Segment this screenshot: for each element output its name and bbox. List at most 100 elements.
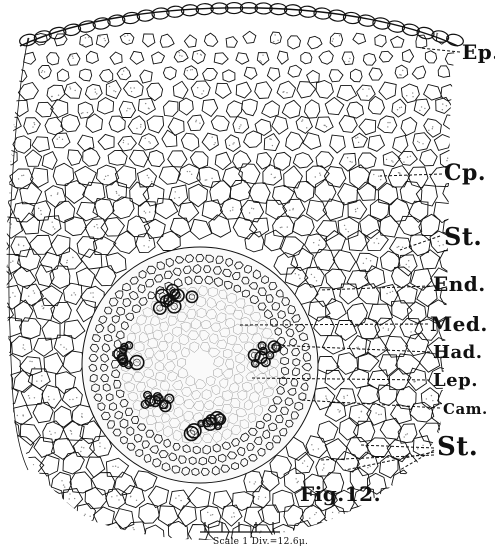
parenchyma-cell xyxy=(170,218,190,237)
starch-grain xyxy=(489,362,490,363)
starch-grain xyxy=(116,495,117,496)
parenchyma-cell xyxy=(483,526,495,547)
starch-grain xyxy=(454,535,455,536)
starch-grain xyxy=(418,517,419,518)
parenchyma-cell xyxy=(42,526,64,545)
starch-grain xyxy=(53,226,54,227)
parenchyma-cell xyxy=(36,265,55,287)
starch-grain xyxy=(319,240,320,241)
parenchyma-cell xyxy=(393,135,408,153)
starch-grain xyxy=(40,210,41,211)
parenchyma-cell xyxy=(485,151,495,169)
starch-grain xyxy=(127,34,128,35)
parenchyma-cell xyxy=(315,387,335,409)
starch-grain xyxy=(461,516,462,517)
starch-grain xyxy=(431,395,432,396)
starch-grain xyxy=(387,126,388,127)
starch-grain xyxy=(73,292,74,293)
starch-grain xyxy=(40,552,41,553)
starch-grain xyxy=(123,70,124,71)
starch-grain xyxy=(320,529,321,530)
parenchyma-cell xyxy=(0,524,20,545)
starch-grain xyxy=(175,497,176,498)
parenchyma-cell xyxy=(300,505,325,527)
parenchyma-cell xyxy=(337,353,358,375)
parenchyma-cell xyxy=(434,202,455,222)
starch-grain xyxy=(147,551,148,552)
starch-grain xyxy=(132,527,133,528)
parenchyma-cell xyxy=(471,536,492,555)
parenchyma-cell xyxy=(202,200,222,220)
parenchyma-cell xyxy=(115,509,134,530)
parenchyma-cell xyxy=(273,490,294,512)
parenchyma-cell xyxy=(465,85,482,102)
parenchyma-cell xyxy=(0,69,9,83)
starch-grain xyxy=(5,88,6,89)
parenchyma-cell xyxy=(226,101,242,117)
starch-grain xyxy=(71,294,72,295)
parenchyma-cell xyxy=(33,402,53,423)
parenchyma-cell xyxy=(130,51,144,64)
starch-grain xyxy=(367,467,368,468)
starch-grain xyxy=(33,464,34,465)
parenchyma-cell xyxy=(483,352,495,373)
starch-grain xyxy=(20,543,21,544)
starch-grain xyxy=(116,193,117,194)
parenchyma-cell xyxy=(184,35,196,48)
starch-grain xyxy=(408,529,409,530)
starch-grain xyxy=(83,447,84,448)
starch-grain xyxy=(398,484,399,485)
starch-grain xyxy=(403,161,404,162)
starch-grain xyxy=(70,55,71,56)
parenchyma-cell xyxy=(42,385,62,409)
starch-grain xyxy=(253,208,254,209)
parenchyma-cell xyxy=(318,421,338,442)
starch-grain xyxy=(50,195,51,196)
parenchyma-cell xyxy=(223,70,235,82)
starch-grain xyxy=(5,310,6,311)
starch-grain xyxy=(123,142,124,143)
parenchyma-cell xyxy=(106,253,126,273)
starch-grain xyxy=(196,120,197,121)
parenchyma-cell xyxy=(353,33,366,44)
parenchyma-cell xyxy=(445,53,458,65)
starch-grain xyxy=(326,399,327,400)
starch-grain xyxy=(298,274,299,275)
parenchyma-cell xyxy=(162,130,177,147)
parenchyma-cell xyxy=(203,69,218,81)
starch-grain xyxy=(422,445,423,446)
starch-grain xyxy=(338,512,339,513)
starch-grain xyxy=(7,428,8,429)
parenchyma-cell xyxy=(41,216,61,236)
starch-grain xyxy=(201,54,202,55)
starch-grain xyxy=(127,69,128,70)
starch-grain xyxy=(273,41,274,42)
starch-grain xyxy=(28,295,29,296)
starch-grain xyxy=(281,227,282,228)
starch-grain xyxy=(320,174,321,175)
parenchyma-cell xyxy=(303,133,321,150)
parenchyma-cell xyxy=(270,455,292,478)
parenchyma-cell xyxy=(360,215,381,239)
parenchyma-cell xyxy=(155,198,178,219)
starch-grain xyxy=(11,93,12,94)
parenchyma-cell xyxy=(45,117,63,135)
parenchyma-cell xyxy=(366,508,386,529)
starch-grain xyxy=(132,533,133,534)
parenchyma-cell xyxy=(440,526,461,545)
parenchyma-cell xyxy=(78,537,97,555)
parenchyma-cell xyxy=(450,538,471,555)
starch-grain xyxy=(483,346,484,347)
starch-grain xyxy=(57,138,58,139)
starch-grain xyxy=(148,246,149,247)
parenchyma-cell xyxy=(383,152,400,167)
parenchyma-cell xyxy=(34,338,53,356)
parenchyma-cell xyxy=(236,82,251,98)
starch-grain xyxy=(180,500,181,501)
starch-grain xyxy=(6,191,7,192)
starch-grain xyxy=(54,228,55,229)
parenchyma-cell xyxy=(204,33,217,46)
starch-grain xyxy=(50,434,51,435)
parenchyma-cell xyxy=(462,487,484,508)
parenchyma-cell xyxy=(335,320,357,340)
